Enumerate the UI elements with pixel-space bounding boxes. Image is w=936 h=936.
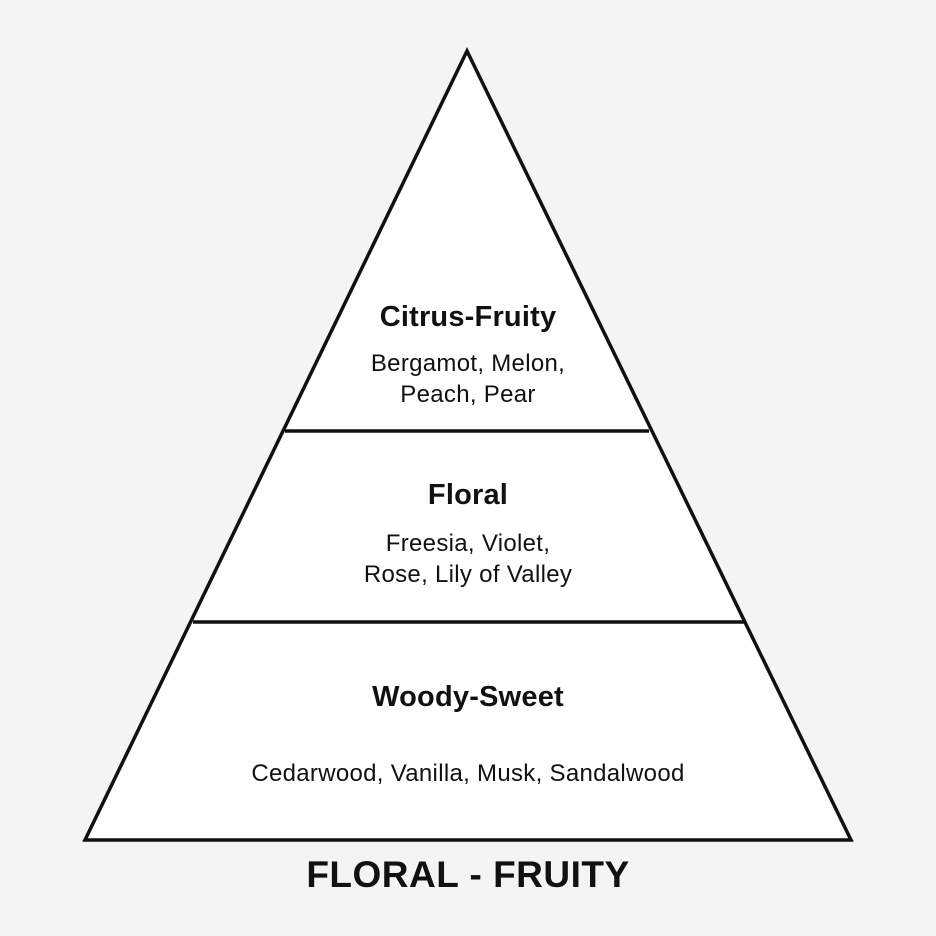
top-notes-title: Citrus-Fruity (379, 301, 557, 333)
top-notes-list-line-2: Peach, Pear (400, 381, 536, 408)
heart-notes-title: Floral (427, 479, 509, 511)
heart-notes-list-line-2: Rose, Lily of Valley (363, 561, 573, 588)
fragrance-family-label: FLORAL - FRUITY (306, 854, 630, 895)
pyramid-outline (82, 46, 854, 842)
heart-notes-list-line-1: Freesia, Violet, (385, 530, 551, 557)
top-notes-list-line-1: Bergamot, Melon, (370, 350, 566, 377)
base-notes-title: Woody-Sweet (372, 681, 564, 713)
base-notes-list: Cedarwood, Vanilla, Musk, Sandalwood (251, 760, 685, 787)
